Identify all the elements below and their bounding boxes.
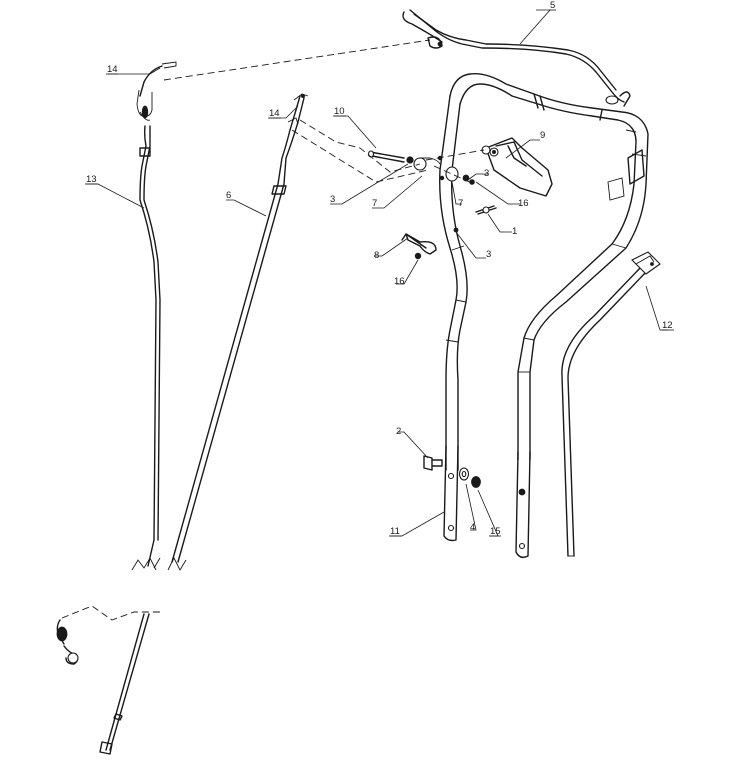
callout-10: 10 bbox=[334, 106, 345, 117]
callout-7: 7 bbox=[458, 198, 463, 209]
callout-12: 12 bbox=[662, 320, 673, 331]
lever-hardware bbox=[367, 149, 497, 233]
callout-3: 3 bbox=[330, 194, 335, 205]
part-9-bracket bbox=[481, 137, 553, 197]
leader-lines bbox=[86, 9, 668, 537]
callout-14: 14 bbox=[107, 64, 118, 75]
callout-labels: 14 13 14 6 10 3 7 5 9 1 3 3 16 7 8 16 12… bbox=[86, 0, 673, 537]
main-handle bbox=[437, 73, 649, 559]
callout-16: 16 bbox=[518, 198, 529, 209]
callout-16: 16 bbox=[394, 276, 405, 287]
fastener-set bbox=[423, 455, 481, 488]
part-12-rod bbox=[561, 251, 661, 557]
assembly-dashed-lines bbox=[61, 39, 431, 621]
callout-11: 11 bbox=[390, 526, 400, 537]
callout-7: 7 bbox=[372, 198, 377, 209]
callout-6: 6 bbox=[226, 190, 231, 201]
callout-9: 9 bbox=[540, 130, 545, 141]
callout-8: 8 bbox=[374, 250, 379, 261]
callout-4: 4 bbox=[470, 522, 475, 533]
part-8-clip bbox=[401, 233, 437, 260]
callout-15: 15 bbox=[490, 526, 501, 537]
callout-3: 3 bbox=[486, 249, 491, 260]
callout-14: 14 bbox=[269, 108, 280, 119]
cable-lower-end bbox=[56, 613, 150, 755]
callout-1: 1 bbox=[512, 226, 517, 237]
part-5-upper-rod bbox=[402, 9, 631, 107]
part-6-cable bbox=[167, 93, 309, 571]
callout-underlines bbox=[85, 9, 674, 537]
part-13-cable bbox=[131, 61, 177, 571]
callout-3: 3 bbox=[484, 168, 489, 179]
callout-2: 2 bbox=[396, 426, 401, 437]
callout-5: 5 bbox=[550, 0, 555, 11]
callout-13: 13 bbox=[86, 174, 97, 185]
